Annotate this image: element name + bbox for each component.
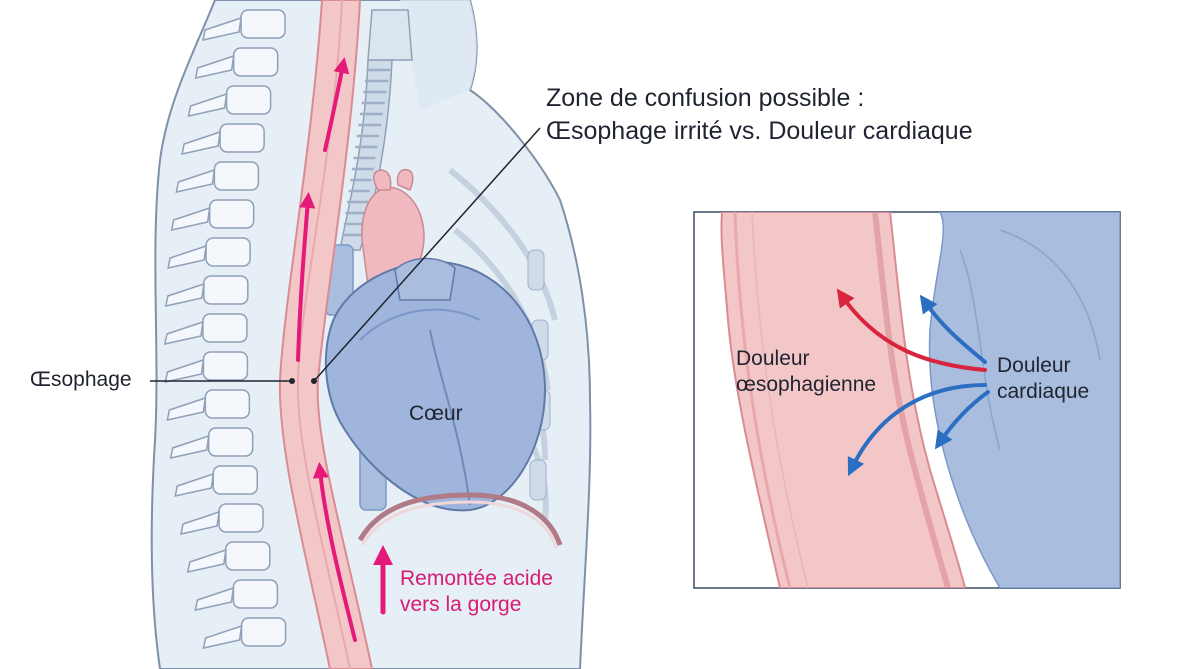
vertebra-process — [163, 320, 204, 345]
heart-illustration — [324, 257, 547, 512]
vertebra-process — [166, 396, 207, 421]
upward-arrow-icon — [296, 192, 316, 362]
inset-cardiac-pain-label: Douleur cardiaque — [997, 353, 1089, 405]
inset-cardio-line2: cardiaque — [997, 380, 1090, 403]
vertebra-process — [202, 16, 242, 41]
vertebra — [225, 85, 272, 115]
vertebra-process — [164, 358, 205, 383]
vertebra-process — [169, 434, 210, 459]
zone-title-line2: Œsophage irrité vs. Douleur cardiaque — [546, 117, 973, 145]
vertebra-process — [164, 282, 205, 307]
inset-panel — [693, 211, 1121, 589]
acid-upward-arrows — [296, 57, 357, 642]
vertebra-process — [194, 54, 235, 79]
acid-reflux-label: Remontée acide vers la gorge — [400, 566, 553, 618]
coeur-label: Cœur — [409, 402, 463, 425]
inset-oeso-line2: œsophagienne — [736, 373, 877, 396]
vertebra — [202, 351, 249, 381]
upward-arrow-icon — [323, 57, 350, 152]
vertebra — [212, 465, 259, 495]
vertebra — [207, 427, 254, 457]
upward-arrow-icon — [312, 462, 357, 642]
zone-confusion-title: Zone de confusion possible : Œsophage ir… — [546, 82, 973, 148]
vertebra — [204, 389, 251, 419]
neck-shade — [400, 0, 477, 110]
acid-line2: vers la gorge — [400, 593, 522, 616]
curved-arrow-icon — [836, 288, 987, 372]
vertebra-process — [170, 206, 211, 231]
vertebra-process — [167, 244, 208, 269]
vertebra — [218, 503, 264, 533]
vertebra — [213, 161, 260, 191]
zone-title-line1: Zone de confusion possible : — [546, 84, 865, 112]
vertebra-process — [174, 472, 215, 497]
vertebra-process — [181, 130, 222, 155]
zone-leader-line — [313, 127, 541, 382]
vertebra — [240, 617, 287, 647]
curved-arrow-icon — [934, 390, 990, 450]
acid-line1: Remontée acide — [400, 567, 553, 590]
trachea — [339, 9, 413, 251]
vertebra — [205, 237, 251, 267]
curved-arrow-icon — [919, 294, 987, 364]
inset-oeso-line1: Douleur — [736, 347, 810, 370]
diaphragm — [357, 492, 563, 546]
vertebra-process — [194, 586, 235, 611]
vertebra — [203, 275, 249, 305]
vertebra-process — [180, 510, 220, 535]
vertebra — [208, 199, 255, 229]
vertebra — [240, 9, 286, 39]
curved-arrow-icon — [847, 383, 987, 477]
vertebra — [232, 47, 279, 77]
vertebra — [225, 541, 271, 571]
spine — [163, 9, 287, 649]
esophagus-tube — [278, 0, 374, 669]
inset-cardio-line1: Douleur — [997, 354, 1071, 377]
vertebra-process — [202, 624, 243, 649]
inset-oeso-pain-label: Douleur œsophagienne — [736, 346, 876, 398]
vertebra — [232, 579, 279, 609]
vertebra — [202, 313, 248, 343]
vertebra-process — [186, 548, 227, 573]
vertebra-process — [187, 92, 228, 117]
vertebra — [219, 123, 265, 153]
vertebra-process — [175, 168, 216, 193]
oesophage-label: Œsophage — [30, 368, 132, 391]
